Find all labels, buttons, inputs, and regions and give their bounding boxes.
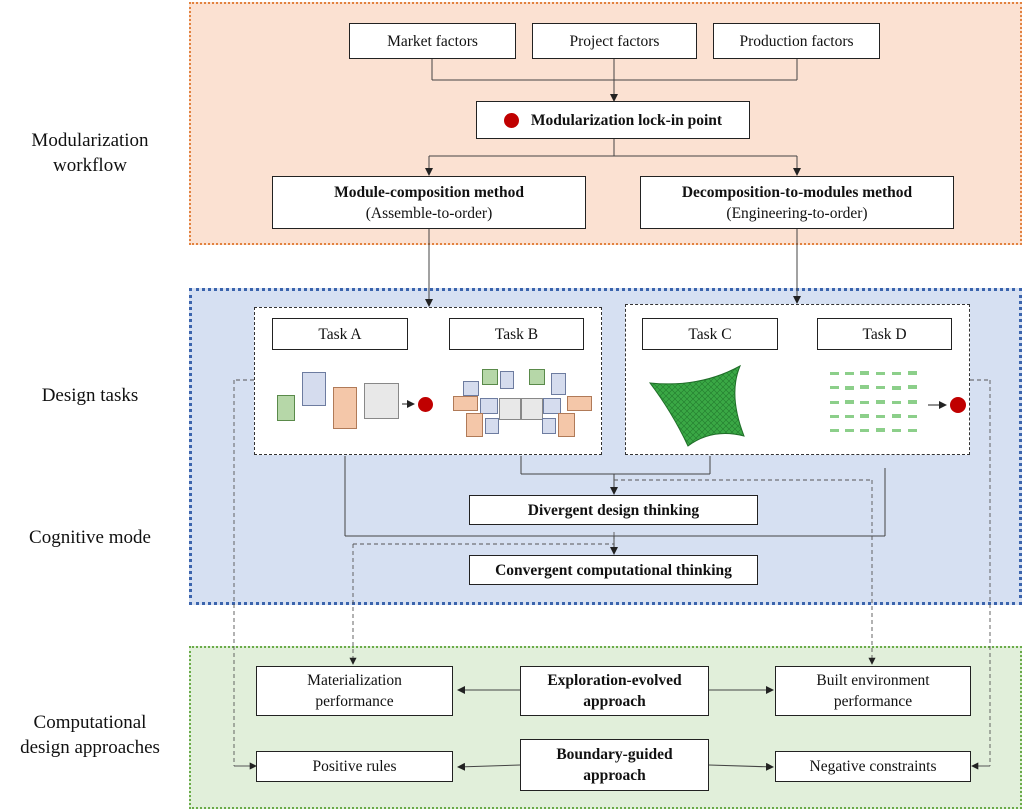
module-block bbox=[277, 395, 295, 421]
module-block bbox=[485, 418, 499, 434]
module-composition-box: Module-composition method (Assemble-to-o… bbox=[272, 176, 586, 229]
module-block bbox=[466, 413, 483, 437]
module-block bbox=[567, 396, 592, 411]
exploration-evolved-box: Exploration-evolved approach bbox=[520, 666, 709, 716]
module-block bbox=[499, 398, 521, 420]
project-factors-box: Project factors bbox=[532, 23, 697, 59]
lock-in-dot-icon bbox=[503, 112, 519, 128]
row-label-approaches: Computational design approaches bbox=[20, 712, 160, 758]
built-environment-performance-box: Built environment performance bbox=[775, 666, 971, 716]
module-block bbox=[302, 372, 326, 406]
task-d-lock-dot-icon bbox=[950, 397, 966, 413]
task-c-box: Task C bbox=[642, 318, 778, 350]
convergent-thinking-box: Convergent computational thinking bbox=[469, 555, 758, 585]
module-block bbox=[500, 371, 514, 389]
module-block bbox=[529, 369, 545, 385]
module-block bbox=[521, 398, 543, 420]
task-a-box: Task A bbox=[272, 318, 408, 350]
module-block bbox=[558, 413, 575, 437]
module-block bbox=[333, 387, 357, 429]
module-block bbox=[542, 418, 556, 434]
market-factors-box: Market factors bbox=[349, 23, 516, 59]
row-label-cognitive-mode: Cognitive mode bbox=[29, 527, 151, 548]
module-block bbox=[463, 381, 479, 396]
module-block bbox=[482, 369, 498, 385]
task-d-box: Task D bbox=[817, 318, 952, 350]
module-block bbox=[480, 398, 498, 414]
divergent-thinking-box: Divergent design thinking bbox=[469, 495, 758, 525]
boundary-guided-box: Boundary-guided approach bbox=[520, 739, 709, 791]
task-b-box: Task B bbox=[449, 318, 584, 350]
production-factors-box: Production factors bbox=[713, 23, 880, 59]
module-block bbox=[543, 398, 561, 414]
negative-constraints-box: Negative constraints bbox=[775, 751, 971, 782]
lock-in-point-box: Modularization lock-in point bbox=[476, 101, 750, 139]
row-label-workflow: Modularization workflow bbox=[31, 130, 149, 176]
row-label-design-tasks: Design tasks bbox=[41, 385, 139, 406]
module-block bbox=[364, 383, 399, 419]
decomposition-box: Decomposition-to-modules method (Enginee… bbox=[640, 176, 954, 229]
module-block bbox=[551, 373, 566, 395]
module-block bbox=[453, 396, 478, 411]
task-a-lock-dot-icon bbox=[418, 397, 433, 412]
positive-rules-box: Positive rules bbox=[256, 751, 453, 782]
materialization-performance-box: Materialization performance bbox=[256, 666, 453, 716]
